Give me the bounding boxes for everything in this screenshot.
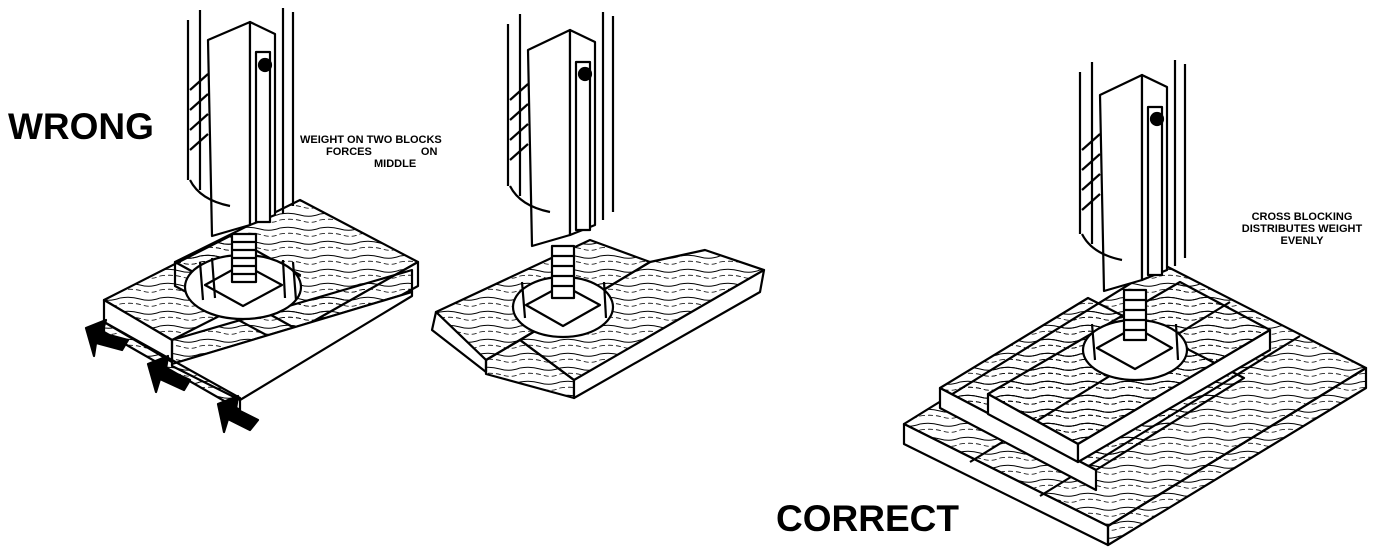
force-arrows (84, 318, 260, 434)
cross-blocking-note: CROSS BLOCKING DISTRIBUTES WEIGHT EVENLY (1212, 211, 1392, 247)
correct-figure (902, 60, 1368, 547)
weight-on-two-blocks-note: WEIGHT ON TWO BLOCKS FORCES ON MIDDLE (300, 134, 460, 170)
jack-base-correct (1081, 318, 1189, 382)
jack-post-correct (1078, 60, 1187, 293)
arrow-3 (216, 394, 260, 434)
cross-note-line-1: CROSS BLOCKING (1251, 211, 1353, 223)
weight-note-line-2: FORCES ON (326, 146, 438, 158)
cross-note-line-2: DISTRIBUTES WEIGHT (1241, 223, 1363, 235)
weight-note-line-3: MIDDLE (374, 158, 417, 170)
wrong-figure-left (84, 8, 420, 434)
arrow-1 (84, 318, 130, 358)
wrong-figure-right (430, 12, 766, 400)
correct-label: CORRECT (776, 498, 959, 539)
jack-screw-right (550, 244, 576, 300)
wrong-label: WRONG (8, 106, 154, 147)
jack-screw-correct (1122, 288, 1148, 342)
jack-post-right (506, 12, 615, 248)
arrow-2 (146, 354, 192, 394)
split-block-right (484, 248, 766, 400)
jack-screw-left (230, 232, 258, 284)
cross-note-line-3: EVENLY (1280, 235, 1324, 247)
jack-base-right (511, 275, 615, 339)
jack-base-left (183, 253, 303, 321)
weight-note-line-1: WEIGHT ON TWO BLOCKS (300, 134, 442, 146)
jack-post-left (186, 8, 295, 238)
